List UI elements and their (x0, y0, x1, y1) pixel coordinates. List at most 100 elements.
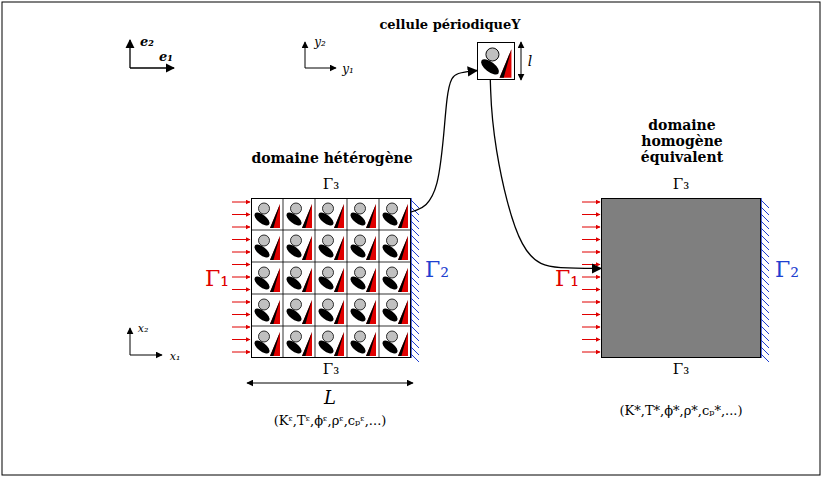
support-hatch (761, 263, 769, 271)
load-arrow (232, 252, 250, 253)
label: Γ₃ (323, 362, 339, 377)
label: (Kᵋ,Tᵋ,ϕᵋ,ρᵋ,cₚᵋ,...) (274, 414, 387, 427)
label: Γ₃ (673, 362, 689, 377)
load-arrow (582, 277, 600, 278)
support-hatch (761, 256, 769, 264)
label: Γ₃ (323, 177, 339, 192)
load-arrow (232, 239, 250, 240)
homogeneous-fill (601, 198, 761, 358)
homogeneous-domain: domaine homogène équivalent (601, 198, 761, 358)
load-arrow (232, 277, 250, 278)
node-heading: domaine hétérogène (251, 150, 412, 166)
load-arrow (232, 339, 250, 340)
support-hatch (761, 340, 769, 348)
label: e₁ (159, 50, 173, 63)
load-arrow (582, 327, 600, 328)
load-arrow (582, 352, 600, 353)
load-arrow (232, 352, 250, 353)
node-heading: domaine homogène équivalent (607, 117, 757, 165)
load-arrow (232, 289, 250, 290)
periodic-grid (251, 198, 411, 358)
support-hatch (761, 291, 769, 299)
label: Γ₁ (205, 268, 229, 290)
load-arrow (582, 227, 600, 228)
load-arrow (582, 202, 600, 203)
support-hatch (411, 256, 419, 264)
load-arrow (232, 227, 250, 228)
dimension-line (247, 383, 413, 384)
support-hatch (761, 235, 769, 243)
support-hatch (411, 214, 419, 222)
load-arrow (232, 214, 250, 215)
load-arrow (582, 214, 600, 215)
support-hatch (761, 207, 769, 215)
support-hatch (761, 228, 769, 236)
support-hatch (761, 270, 769, 278)
support-hatch (761, 284, 769, 292)
load-arrow (582, 252, 600, 253)
support-hatch (761, 354, 769, 362)
cell-inclusions (479, 48, 512, 78)
connector-arrow (490, 80, 601, 268)
support-hatch (411, 249, 419, 257)
support-hatch (411, 312, 419, 320)
support-hatch (411, 263, 419, 271)
label: Γ₁ (555, 268, 579, 290)
support-hatch (761, 305, 769, 313)
frame (2, 2, 820, 475)
load-arrow (232, 302, 250, 303)
support-hatch (411, 347, 419, 355)
dimension-line (521, 42, 522, 80)
load-arrow (582, 314, 600, 315)
support-hatch (761, 319, 769, 327)
label: y₂ (314, 36, 326, 48)
support-hatch (761, 277, 769, 285)
support-hatch (411, 326, 419, 334)
boundary-conditions (232, 198, 769, 362)
support-hatch (761, 298, 769, 306)
support-hatch (411, 242, 419, 250)
load-arrow (232, 327, 250, 328)
support-hatch (761, 214, 769, 222)
load-arrow (232, 264, 250, 265)
load-arrow (232, 202, 250, 203)
support-hatch (411, 277, 419, 285)
connector-arrow (411, 71, 477, 213)
heterogeneous-domain: domaine hétérogène (251, 198, 411, 358)
support-hatch (761, 249, 769, 257)
support-hatch (411, 333, 419, 341)
support-hatch (411, 235, 419, 243)
load-arrow (582, 289, 600, 290)
support-hatch (761, 333, 769, 341)
support-hatch (761, 221, 769, 229)
support-hatch (411, 270, 419, 278)
support-hatch (761, 242, 769, 250)
label: l (528, 54, 532, 68)
label: (K*,T*,ϕ*,ρ*,cₚ*,...) (619, 404, 742, 417)
support-hatch (411, 221, 419, 229)
support-hatch (411, 354, 419, 362)
support-hatch (411, 340, 419, 348)
label: Γ₂ (775, 259, 799, 281)
support-hatch (411, 228, 419, 236)
support-hatch (761, 347, 769, 355)
support-hatch (411, 305, 419, 313)
load-arrow (582, 264, 600, 265)
label: x₂ (138, 323, 149, 334)
support-hatch (411, 284, 419, 292)
support-hatch (411, 298, 419, 306)
load-arrow (582, 302, 600, 303)
label: Γ₃ (673, 177, 689, 192)
support-hatch (761, 312, 769, 320)
node-heading: cellule périodiqueY (379, 18, 520, 33)
support-hatch (761, 200, 769, 208)
label: Γ₂ (425, 259, 449, 281)
load-arrow (582, 239, 600, 240)
support-hatch (761, 326, 769, 334)
load-arrow (582, 339, 600, 340)
label: x₁ (170, 351, 181, 362)
periodic-cell: cellule périodiqueY (477, 42, 515, 80)
label: y₁ (342, 63, 354, 75)
label: L (324, 389, 336, 407)
load-arrow (232, 314, 250, 315)
